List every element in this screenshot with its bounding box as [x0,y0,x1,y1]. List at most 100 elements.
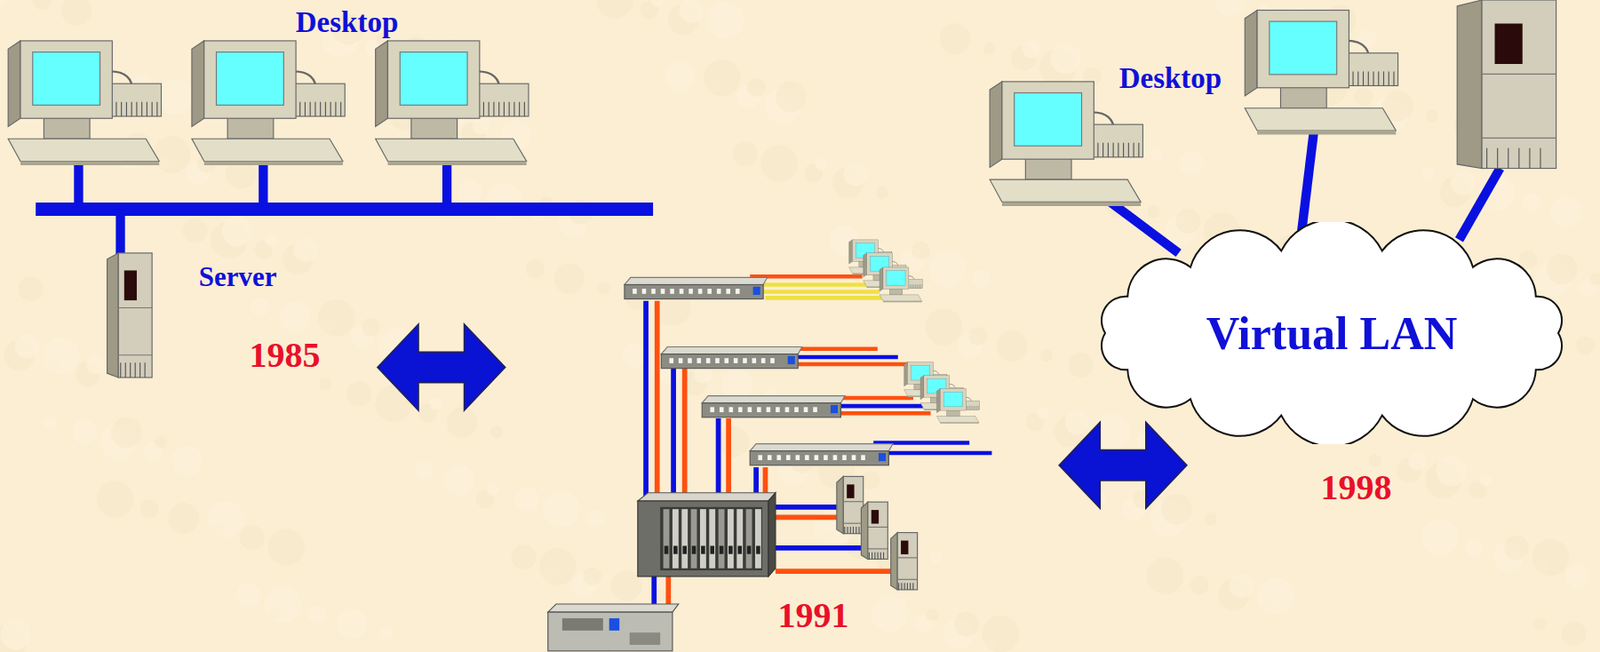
desktop-label: Desktop [295,6,399,39]
tower-body [1481,0,1557,169]
hub-port [785,406,790,413]
vent-line [1128,143,1130,158]
texture-spot [1564,563,1590,589]
link-line [1300,127,1314,238]
monitor [1002,81,1094,160]
vent-line [483,102,485,117]
card-port [719,545,725,554]
texture-spot [1369,454,1382,468]
desktop-computer [191,40,345,166]
hub-port [696,358,701,364]
texture-spot [167,502,199,534]
vent-line [1097,143,1099,158]
texture-spot [43,416,56,430]
line-card [681,509,688,569]
texture-spot [651,0,664,8]
desktop-label: Desktop [1119,62,1223,95]
server-tower [860,501,888,559]
texture-spot [939,23,971,55]
monitor-stand [889,288,902,295]
line-card [663,509,670,569]
monitor [20,40,112,119]
vent-line [975,405,977,411]
texture-spot [1343,314,1369,340]
monitor [204,40,296,119]
hub-port [642,288,647,295]
texture-spot [732,142,758,168]
hub-top [749,444,893,452]
texture-spot [332,14,363,45]
texture-spot [982,615,1019,652]
texture-spot [0,619,31,650]
texture-spot [1436,455,1467,486]
vent-line [1122,143,1124,158]
vent-line [883,552,884,560]
texture-spot [924,308,962,345]
line-card [736,509,743,569]
cable [840,396,914,401]
texture-spot [1275,234,1306,265]
vent-line [488,102,490,117]
hub-port [632,288,637,295]
texture-spot [1315,310,1329,324]
drop-line [73,163,83,205]
network-hub [624,277,768,299]
vent-line [912,284,914,289]
vent-line [858,526,860,534]
vent-line [334,102,336,117]
hub-port [766,406,772,413]
texture-spot [1257,577,1294,614]
card-port [728,545,733,554]
vent-line [125,362,127,378]
chassis-top [637,493,776,502]
texture-spot [1408,452,1427,471]
texture-spot [318,378,332,391]
line-card [672,509,679,569]
vent-line [971,405,973,411]
panel-line [843,501,863,502]
computer-box [965,400,980,410]
texture-spot [703,59,741,96]
vent-line [299,102,301,117]
panel-line [118,307,152,309]
texture-spot [42,337,80,375]
vent-line [907,582,908,590]
texture-spot [1068,352,1094,378]
texture-spot [954,612,980,637]
hub-light [753,286,761,295]
texture-spot [1190,576,1210,596]
card-port [756,545,761,554]
texture-spot [1590,272,1600,286]
cable [775,568,899,574]
texture-spot [335,608,367,639]
texture-spot [597,282,611,295]
texture-spot [414,461,434,480]
vent-line [135,362,136,378]
monitor-side [920,375,924,400]
texture-spot [222,215,253,247]
texture-spot [1200,270,1237,307]
texture-spot [511,544,537,570]
texture-spot [542,490,580,527]
texture-spot [1533,617,1546,630]
panel-line [843,523,863,525]
hub-port [715,358,720,364]
vent-line [1393,71,1394,86]
tower-side [1456,0,1482,169]
texture-spot [0,0,7,7]
texture-spot [264,586,302,623]
keyboard-edge [387,160,526,166]
texture-spot [1147,205,1161,218]
texture-spot [1532,539,1569,576]
cable [796,362,908,367]
vent-line [340,102,342,117]
hub-port [756,406,762,413]
year-label: 1991 [777,596,849,636]
card-port [682,545,687,554]
vent-line [846,526,848,534]
card-port [673,545,678,554]
vent-line [969,405,971,411]
vent-line [518,102,520,117]
trunk-cable [716,418,722,497]
texture-spot [928,250,965,287]
